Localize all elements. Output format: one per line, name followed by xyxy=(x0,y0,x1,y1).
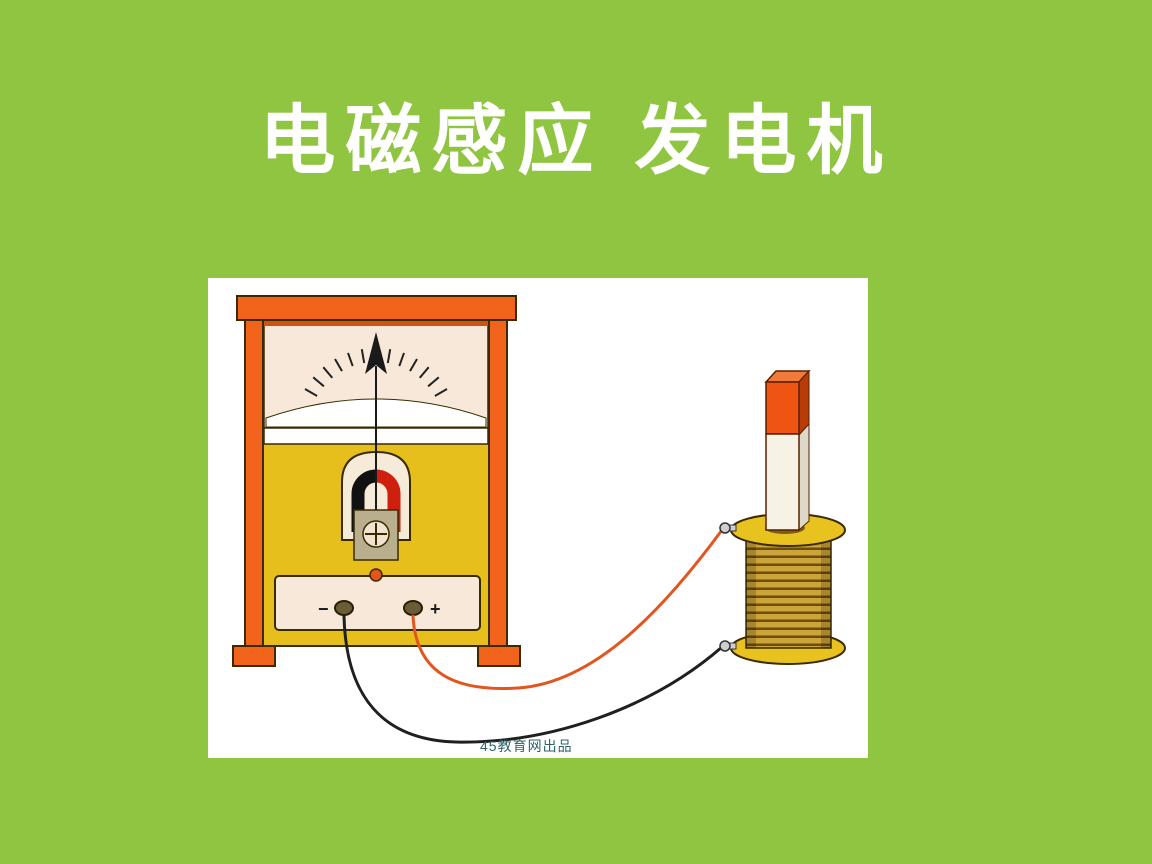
terminal-panel xyxy=(274,575,481,631)
frame-top-bar xyxy=(236,295,517,321)
induction-coil xyxy=(719,369,846,665)
terminal-positive xyxy=(403,600,423,616)
frame-right-post xyxy=(488,319,508,651)
diagram-panel: − + xyxy=(208,278,868,758)
bar-magnet xyxy=(764,369,811,532)
terminal-negative xyxy=(334,600,354,616)
bar-magnet-south-pole xyxy=(765,433,800,531)
coil-windings xyxy=(745,533,832,649)
watermark-text: 45教育网出品 xyxy=(480,738,573,754)
terminal-negative-label: − xyxy=(318,599,329,619)
coil-terminal-top xyxy=(719,522,737,534)
bar-magnet-side-south xyxy=(798,422,810,532)
horseshoe-magnet-red-pole xyxy=(375,469,401,532)
needle-arrowhead xyxy=(365,332,387,374)
scale-ticks xyxy=(304,348,448,397)
coil-terminal-bottom xyxy=(719,640,737,652)
horseshoe-magnet-black-pole xyxy=(351,469,377,532)
terminal-positive-label: + xyxy=(430,599,441,619)
frame-left-foot xyxy=(232,645,276,667)
connecting-wire-orange xyxy=(411,528,724,691)
bar-magnet-north-pole xyxy=(765,381,800,435)
galvanometer-frame xyxy=(232,295,521,667)
experiment-diagram: − + xyxy=(232,295,846,744)
frame-right-foot xyxy=(477,645,521,667)
frame-left-post xyxy=(244,319,264,651)
panel-knob xyxy=(369,568,383,582)
connecting-wire-black xyxy=(342,614,724,744)
pointer-needle xyxy=(365,332,387,534)
galvanometer: − + xyxy=(232,295,521,667)
slide-title: 电磁感应 发电机 xyxy=(259,99,893,184)
